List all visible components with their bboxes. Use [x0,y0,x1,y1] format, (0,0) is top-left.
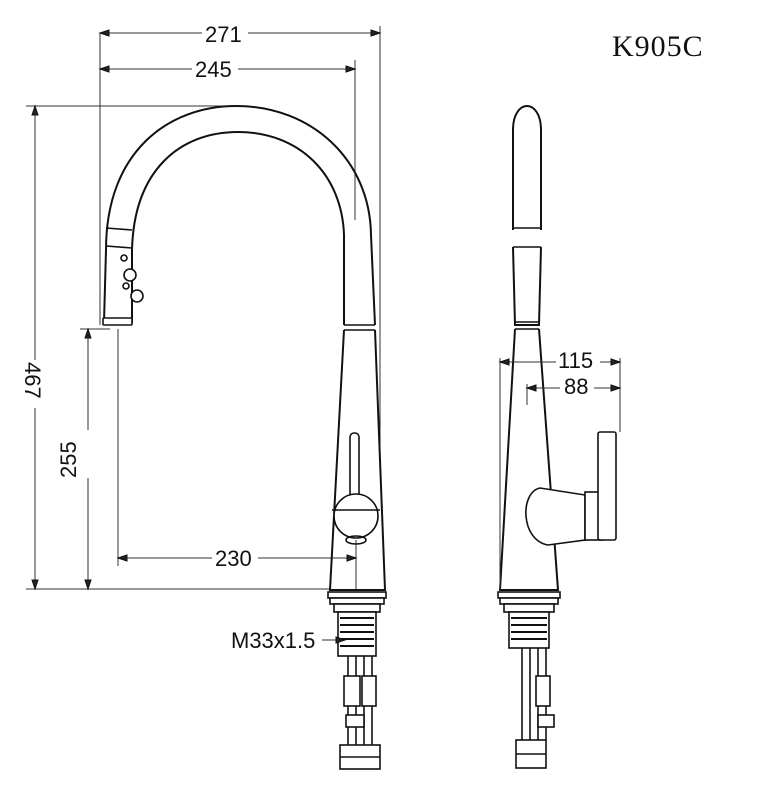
mounting-base-front [327,591,387,770]
dimension-88: 88 [525,374,622,432]
dimension-271: 271 [98,22,382,470]
dim-outlet-to-center: 230 [215,546,252,571]
mounting-base-side [497,591,561,769]
dim-side-outer: 115 [558,348,593,373]
spout [105,104,376,331]
faucet-body [328,329,387,591]
dimension-255: 255 [56,327,110,591]
front-view: 271 245 467 255 [20,22,387,770]
dim-total-height: 467 [20,362,45,399]
dim-spout-reach: 245 [195,57,232,82]
model-code: K905C [612,30,704,63]
side-view: 115 88 [497,105,622,769]
dim-overall-reach: 271 [205,22,242,47]
pull-out-spray-head [102,227,144,326]
dim-outlet-height: 255 [56,441,81,478]
dimension-467: 467 [20,104,330,591]
dimension-115: 115 [498,348,622,590]
thread-callout: M33x1.5 [231,628,347,653]
dimension-230: 230 [116,329,358,590]
thread-spec: M33x1.5 [231,628,315,653]
dim-side-inner: 88 [564,374,588,399]
dimension-245: 245 [98,57,357,220]
